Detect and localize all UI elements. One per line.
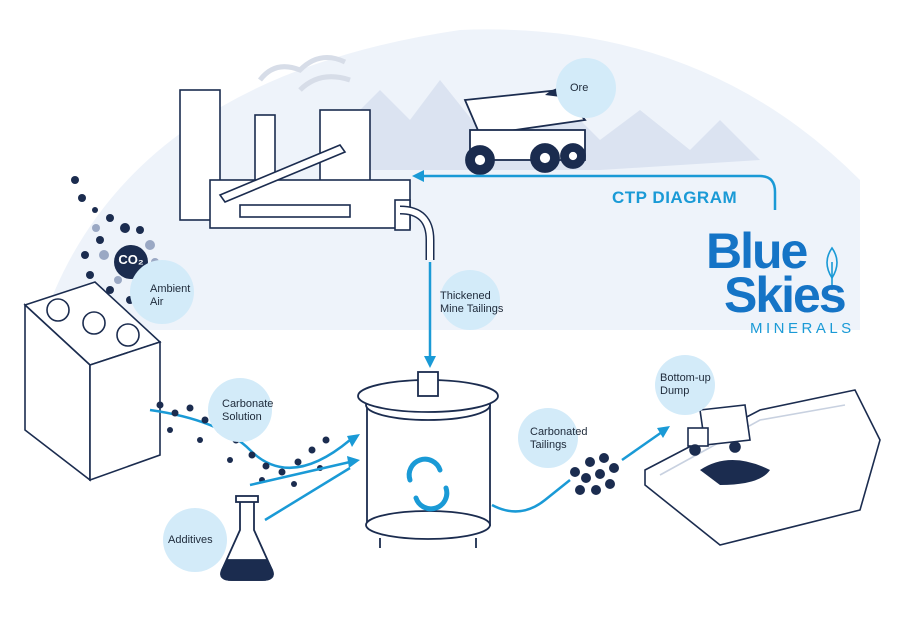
processing-plant — [179, 89, 411, 231]
reactor-tank — [357, 371, 499, 548]
flask — [220, 495, 274, 581]
sky-dome — [40, 29, 860, 330]
label-carbonated-tailings: Carbonated Tailings — [530, 426, 588, 452]
carbonate-flow-2-arrowhead — [347, 456, 360, 468]
label-ambient-air-line-1: Ambient — [150, 283, 191, 295]
air-contactor-unit — [23, 281, 162, 482]
dump-flow-arrow — [621, 430, 663, 462]
ore-flow-arrow — [420, 174, 777, 210]
label-carbonate-line-1: Carbonate — [222, 398, 274, 410]
label-ore-line-1: Ore — [570, 82, 589, 94]
bubble-carbonate — [208, 378, 272, 442]
carbonated-flow — [491, 479, 571, 513]
logo-word-minerals: MINERALS — [750, 320, 855, 337]
ore-flow-arrowhead — [412, 170, 424, 182]
label-bottom-up-line-2: Dump — [660, 385, 690, 397]
additives-flow-arrow — [264, 466, 351, 522]
bubble-bottom-up — [655, 355, 715, 415]
dump-flow-arrowhead — [657, 426, 670, 438]
bubble-thickened — [440, 270, 500, 330]
label-carbonate-line-2: Solution — [222, 411, 262, 423]
blue-skies-logo: Blue Skies MINERALS — [706, 222, 876, 342]
label-bottom-up-line-1: Bottom-up — [660, 372, 711, 384]
air-particles — [71, 176, 144, 304]
steam — [298, 74, 351, 92]
label-carbonated-line-1: Carbonated — [530, 426, 588, 438]
bubble-ore — [556, 58, 616, 118]
label-carbonated-line-2: Tailings — [530, 439, 567, 451]
label-thickened-line-2: Mine Tailings — [440, 303, 504, 315]
bubble-carbonated — [518, 408, 578, 468]
label-carbonate-solution: Carbonate Solution — [222, 398, 273, 424]
bubble-additives — [163, 508, 227, 572]
label-additives: Additives — [168, 534, 213, 547]
label-bubbles — [130, 58, 715, 572]
label-ambient-air-line-2: Air — [150, 296, 164, 308]
label-thickened-line-1: Thickened — [440, 290, 491, 302]
logo-word-skies: Skies — [724, 267, 847, 323]
logo-leaf-icon — [826, 246, 838, 290]
carbonate-flow-2 — [249, 460, 351, 487]
haul-truck — [463, 89, 587, 175]
tank-recycle-icon — [406, 456, 450, 512]
co2-label: CO₂ — [118, 252, 144, 267]
label-ore: Ore — [570, 82, 588, 95]
pipe — [399, 207, 433, 260]
logo-word-blue: Blue — [706, 223, 808, 279]
dump-pile — [700, 460, 770, 485]
tailings-flow-arrowhead — [424, 356, 436, 368]
label-additives-line-1: Additives — [168, 534, 213, 546]
steam — [258, 55, 347, 82]
carbonated-particles — [570, 453, 619, 495]
label-bottom-up-dump: Bottom-up Dump — [660, 372, 711, 398]
carbonate-flow — [149, 408, 351, 469]
dump-truck — [687, 404, 751, 456]
label-ambient-air: Ambient Air — [150, 283, 190, 309]
label-thickened-tailings: Thickened Mine Tailings — [440, 290, 503, 316]
diagram-title: CTP DIAGRAM — [612, 188, 738, 207]
bubble-ambient-air — [130, 260, 194, 324]
carbonate-flow-arrowhead — [347, 434, 360, 447]
